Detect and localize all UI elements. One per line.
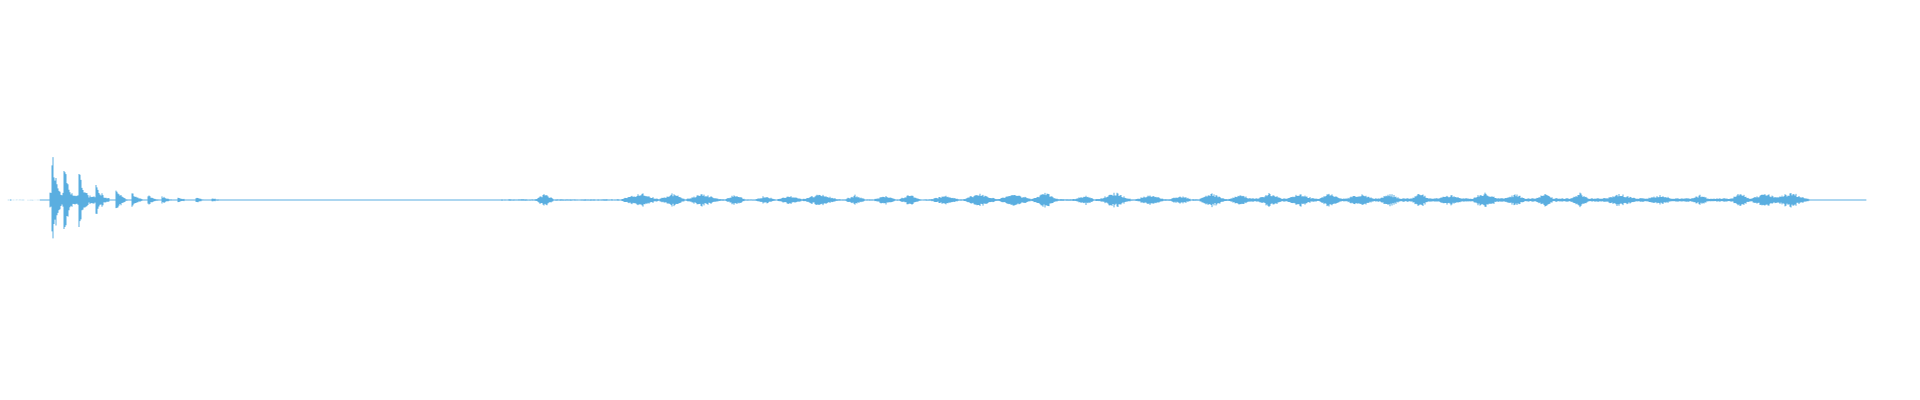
- waveform-trace: [7, 157, 1867, 239]
- waveform-bars: [7, 157, 1867, 239]
- waveform-start-marker: [10, 199, 12, 201]
